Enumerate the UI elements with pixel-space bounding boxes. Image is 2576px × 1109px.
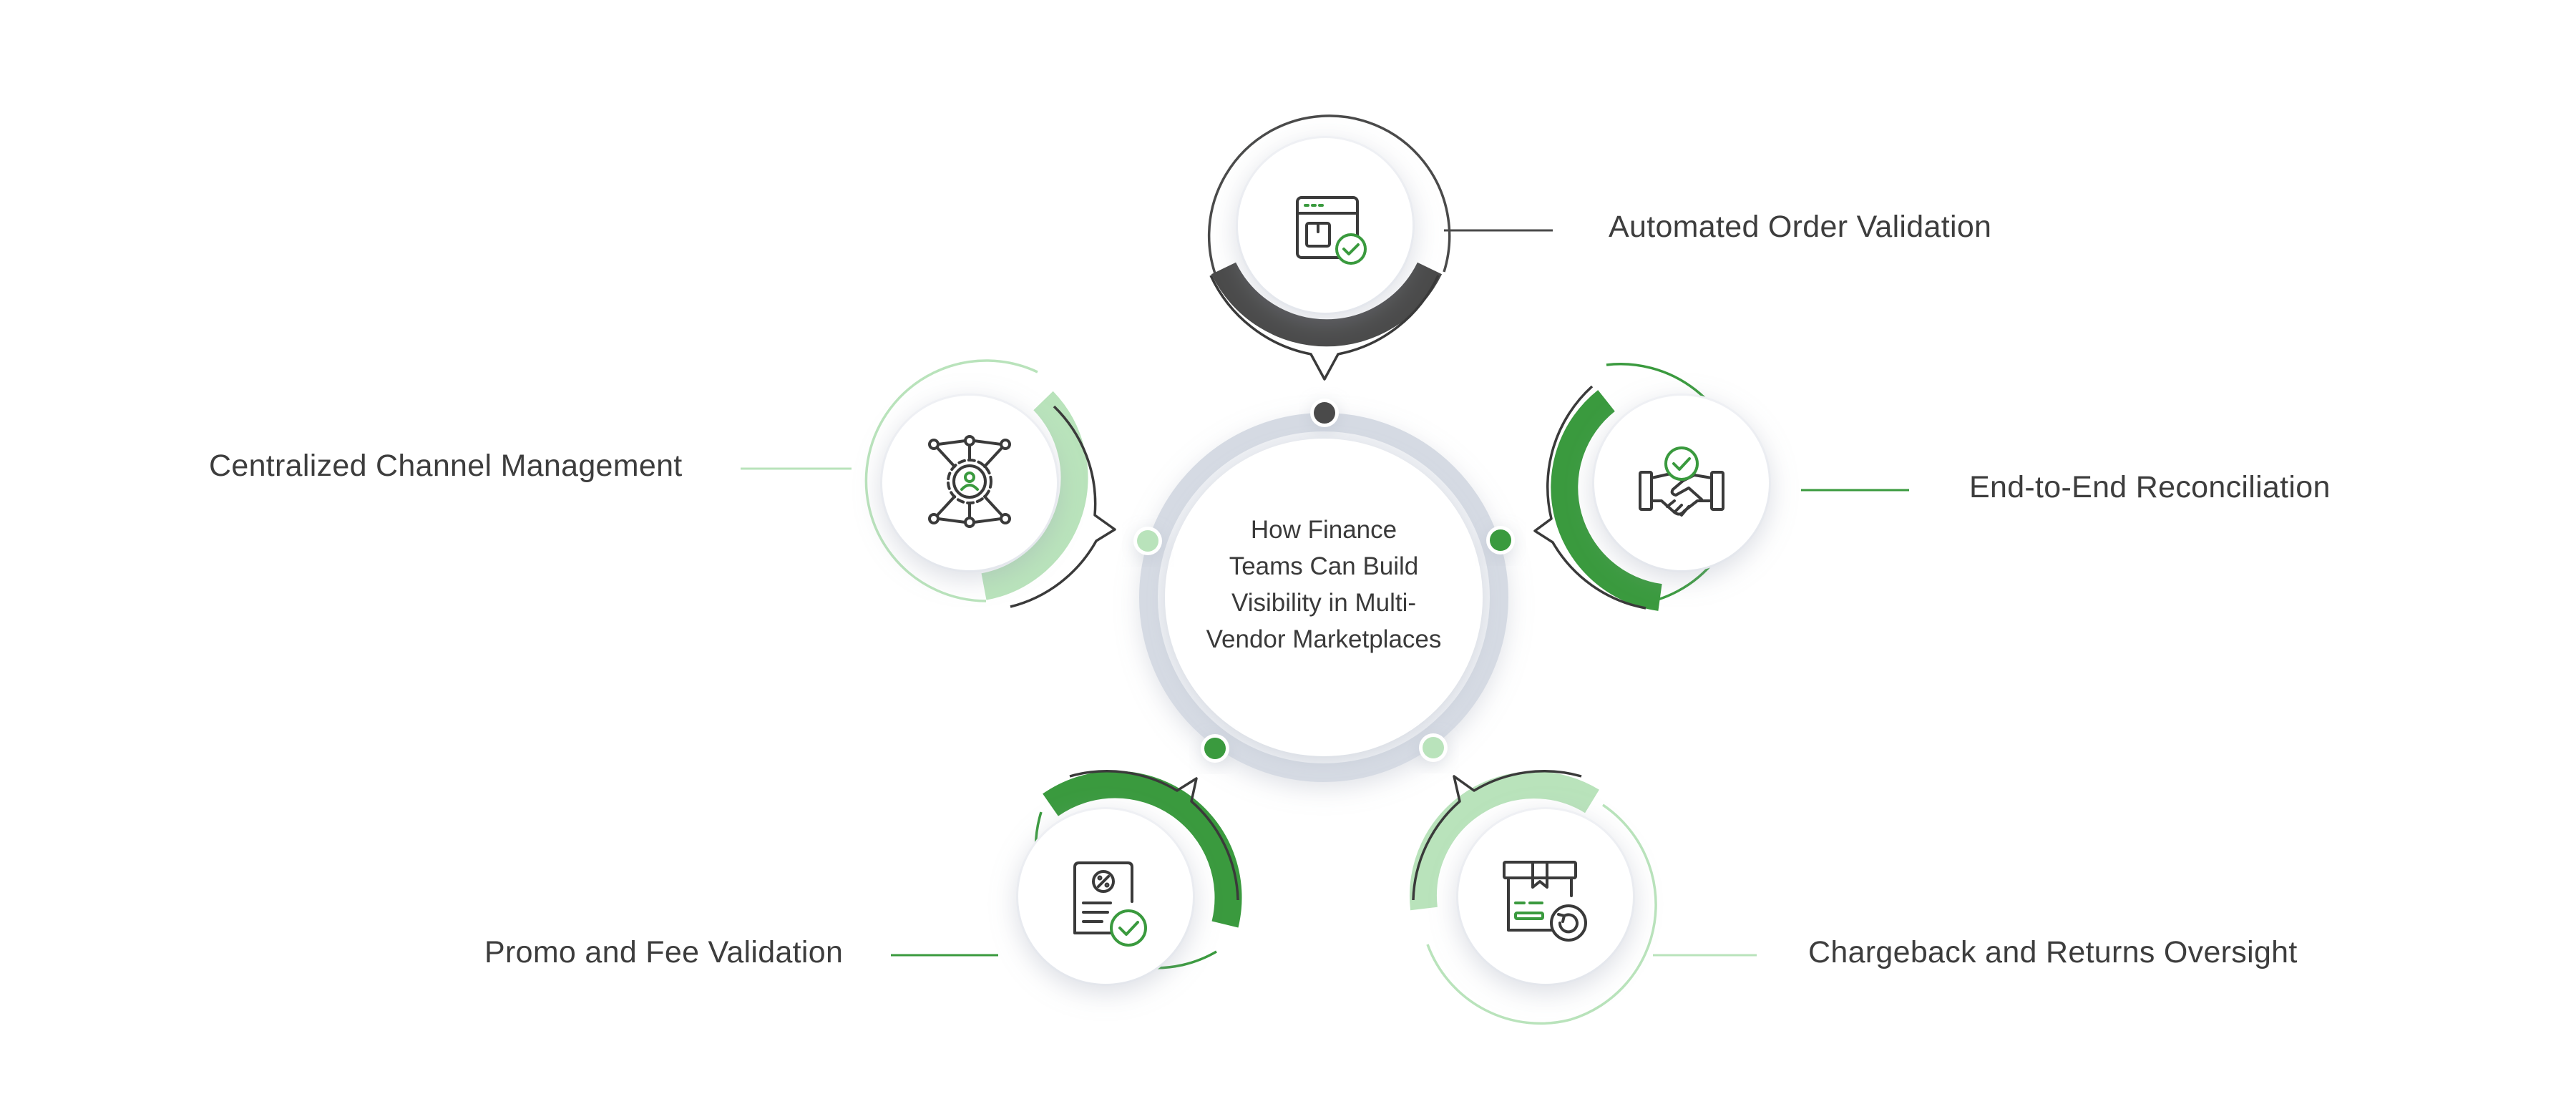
network-hub-icon xyxy=(928,435,1011,528)
connector-dots xyxy=(1133,399,1515,763)
node-promo-fee-validation xyxy=(891,770,1242,986)
package-return-icon xyxy=(1503,861,1587,942)
discount-document-check-icon xyxy=(1073,861,1147,947)
center-title: How Finance Teams Can Build Visibility i… xyxy=(1181,512,1467,658)
node-chargeback-returns-oversight xyxy=(1409,770,1757,1025)
center-title-line: Teams Can Build xyxy=(1229,552,1419,580)
label-promo-fee-validation: Promo and Fee Validation xyxy=(484,935,844,969)
handshake-check-icon xyxy=(1639,446,1724,517)
center-hub xyxy=(1139,413,1508,782)
center-title-line: Visibility in Multi- xyxy=(1231,589,1417,617)
order-validation-icon xyxy=(1296,196,1367,265)
label-end-to-end-reconciliation: End-to-End Reconciliation xyxy=(1969,470,2331,504)
center-title-line: How Finance xyxy=(1250,516,1397,544)
node-automated-order-validation xyxy=(1207,114,1553,381)
label-automated-order-validation: Automated Order Validation xyxy=(1609,210,1992,244)
node-centralized-channel-management xyxy=(741,359,1116,608)
node-end-to-end-reconciliation xyxy=(1533,363,1909,611)
label-centralized-channel-management: Centralized Channel Management xyxy=(209,449,683,483)
label-chargeback-returns-oversight: Chargeback and Returns Oversight xyxy=(1808,935,2298,969)
center-title-line: Vendor Marketplaces xyxy=(1206,625,1442,653)
